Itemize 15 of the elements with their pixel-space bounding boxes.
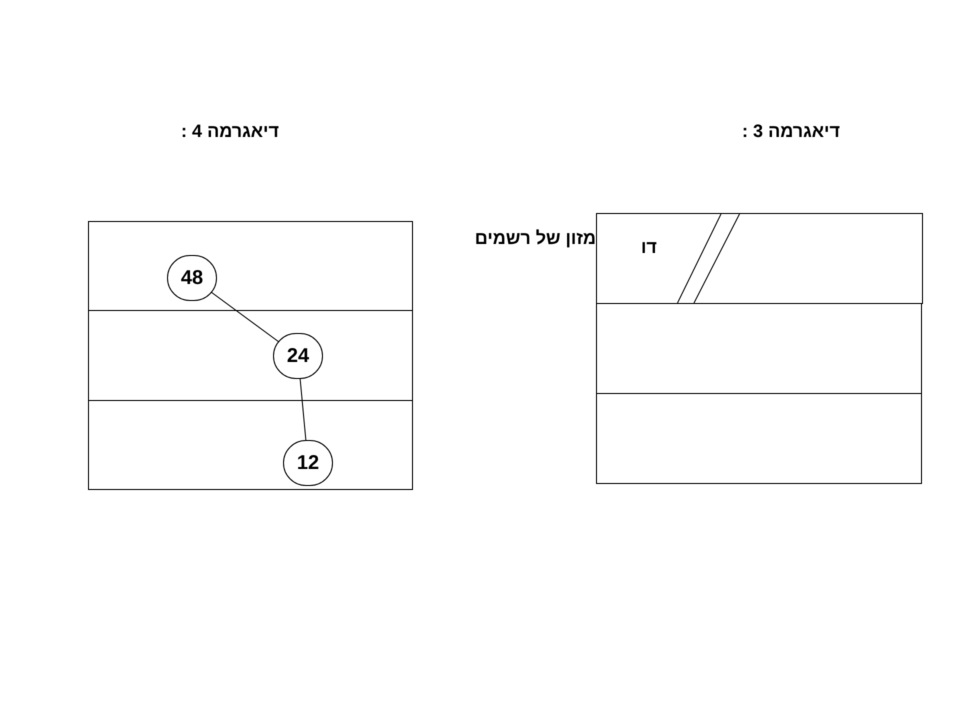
layer-band [88,310,413,401]
connector-line [300,378,306,441]
band-label: דו [641,238,657,256]
number-label: 12 [296,453,320,473]
side-label: מזון של רשמים [474,229,596,247]
number-label: 48 [180,268,204,288]
layer-band [596,393,922,484]
number-label: 24 [286,346,310,366]
layer-band [88,221,413,311]
layer-band [88,400,413,490]
connector-line [211,292,279,342]
diagram-heading: דיאגרמה 3 : [741,122,841,140]
diagram-heading: דיאגרמה 4 : [180,122,280,140]
layer-band [596,303,922,394]
layer-band [596,213,923,304]
